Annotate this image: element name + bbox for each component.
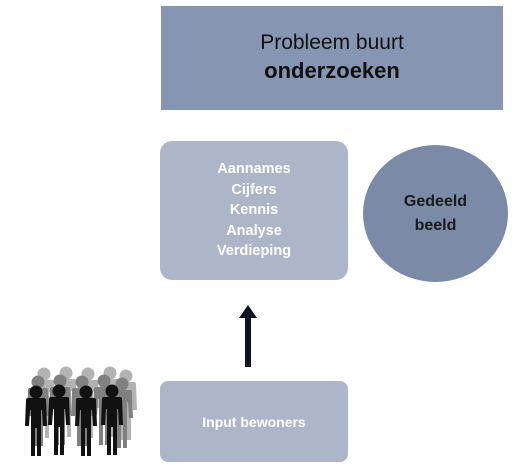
analysis-item: Analyse [226,222,282,239]
shared-view-line2: beeld [414,216,457,234]
residents-input-label: Input bewoners [202,413,306,430]
shared-view-circle: Gedeeld beeld [363,145,508,282]
shared-view-line1: Gedeeld [403,192,468,210]
analysis-item: Cijfers [231,181,277,198]
arrow-up-icon [239,305,257,367]
analysis-item: Kennis [229,202,279,219]
residents-group-icon [25,366,137,456]
problem-box-line1: Probleem buurt [260,31,404,54]
problem-box-line2: onderzoeken [264,58,400,83]
problem-box: Probleem buurt onderzoeken [161,6,503,110]
analysis-item: Verdieping [216,243,292,260]
residents-input-box: Input bewoners [160,381,348,462]
analysis-box: Aannames Cijfers Kennis Analyse Verdiepi… [160,141,348,280]
analysis-item: Aannames [217,161,291,178]
